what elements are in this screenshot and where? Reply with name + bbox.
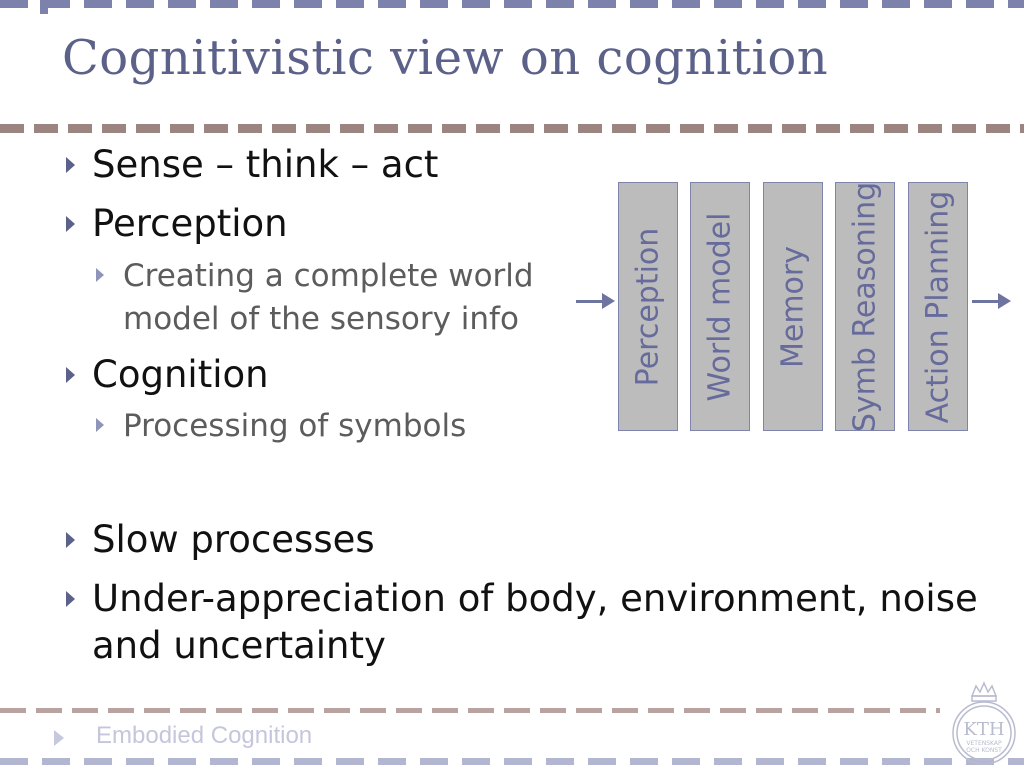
bullet-arrow-icon bbox=[66, 591, 75, 607]
bullet-text: Slow processes bbox=[92, 518, 375, 561]
bullet-text: Perception bbox=[92, 202, 288, 245]
pipeline-box-memory: Memory bbox=[763, 182, 823, 431]
sub-bullet-text: Processing of symbols bbox=[123, 408, 467, 444]
sub-bullet-arrow-icon bbox=[96, 268, 104, 282]
logo-subtext: OCH KONST bbox=[966, 747, 1002, 754]
sub-bullet-text: Creating a complete world bbox=[123, 258, 534, 294]
bullet-arrow-icon bbox=[66, 367, 75, 383]
bullet-item: Slow processes bbox=[66, 517, 375, 563]
pipeline-box-perception: Perception bbox=[618, 182, 678, 431]
slide-title: Cognitivistic view on cognition bbox=[62, 30, 829, 86]
pipeline-box-symb-reasoning: Symb Reasoning bbox=[835, 181, 895, 432]
logo-subtext: VETENSKAP bbox=[966, 740, 1002, 747]
bullet-arrow-icon bbox=[66, 216, 75, 232]
bullet-item: Perception bbox=[66, 201, 288, 247]
bullet-text: Under-appreciation of body, environment,… bbox=[92, 577, 978, 620]
bullet-item: Cognition bbox=[66, 352, 269, 398]
bullet-text: and uncertainty bbox=[92, 624, 386, 667]
bullet-arrow-icon bbox=[66, 532, 75, 548]
sub-bullet-text: model of the sensory info bbox=[123, 301, 519, 337]
output-arrow-icon bbox=[998, 293, 1011, 309]
pipeline-box-label: Memory bbox=[775, 245, 811, 368]
title-divider bbox=[0, 124, 1024, 133]
bullet-item: Under-appreciation of body, environment,… bbox=[66, 576, 978, 622]
pipeline-box-label: Symb Reasoning bbox=[847, 181, 883, 432]
footer-title: Embodied Cognition bbox=[96, 722, 313, 749]
input-arrow-shaft bbox=[576, 300, 602, 303]
top-rule-tick bbox=[40, 0, 48, 14]
output-arrow-shaft bbox=[972, 300, 998, 303]
pipeline-box-action-planning: Action Planning bbox=[908, 182, 968, 431]
top-dashed-rule bbox=[0, 0, 1024, 8]
logo-text: KTH bbox=[963, 719, 1004, 740]
bullet-item: Sense – think – act bbox=[66, 142, 439, 188]
pipeline-box-world-model: World model bbox=[690, 182, 750, 431]
input-arrow-icon bbox=[602, 293, 615, 309]
bullet-text: Cognition bbox=[92, 353, 269, 396]
pipeline-box-label: Action Planning bbox=[920, 190, 956, 423]
sub-bullet-item: Processing of symbols bbox=[96, 405, 467, 448]
sub-bullet-arrow-icon bbox=[96, 418, 104, 432]
footer-divider bbox=[0, 708, 940, 713]
sub-bullet-item: Creating a complete world bbox=[96, 255, 534, 298]
kth-logo-icon: KTH VETENSKAP OCH KONST bbox=[952, 681, 1016, 765]
bottom-dashed-rule bbox=[0, 758, 1024, 765]
pipeline-box-label: World model bbox=[702, 212, 738, 401]
sub-bullet-continuation: model of the sensory info bbox=[123, 298, 519, 341]
bullet-text: Sense – think – act bbox=[92, 143, 439, 186]
footer-arrow-icon bbox=[54, 730, 64, 746]
bullet-continuation: and uncertainty bbox=[92, 623, 386, 669]
bullet-arrow-icon bbox=[66, 157, 75, 173]
pipeline-box-label: Perception bbox=[630, 227, 666, 386]
